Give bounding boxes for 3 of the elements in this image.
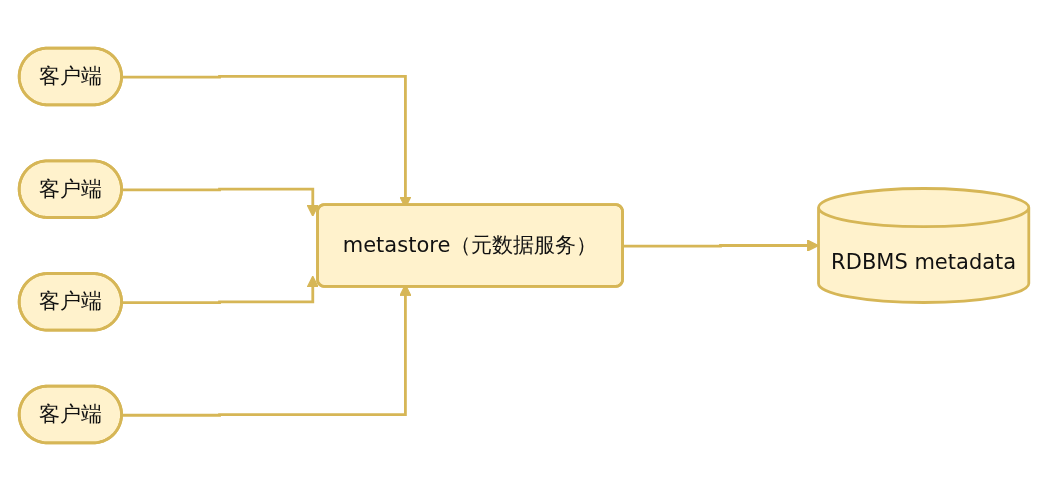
- arrow: [122, 187, 319, 217]
- arrow: [122, 275, 319, 304]
- arrow: [623, 239, 820, 252]
